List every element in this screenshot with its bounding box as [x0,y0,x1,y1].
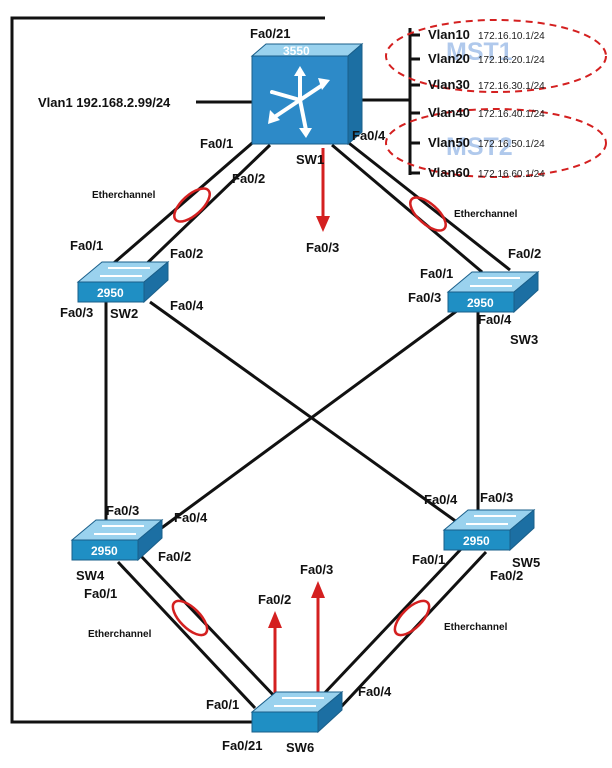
sw4-port-fa04: Fa0/4 [174,510,208,525]
etherchannel-markers [171,187,447,637]
sw4-port-fa03: Fa0/3 [106,503,139,518]
vlan50-ip: 172.16.50.1/24 [478,139,545,150]
arrow-sw1-fa03-head [316,216,330,232]
sw5-name: SW5 [512,555,540,570]
sw2-port-fa01: Fa0/1 [70,238,103,253]
sw5-port-fa03: Fa0/3 [480,490,513,505]
sw5-model-label: 2950 [463,534,490,548]
sw2-port-fa04: Fa0/4 [170,298,204,313]
sw1-port-fa02: Fa0/2 [232,171,265,186]
sw3-front-face [447,291,515,313]
sw4-name: SW4 [76,568,105,583]
sw4-front-face [71,539,139,561]
sw1-port-fa01: Fa0/1 [200,136,233,151]
sw2-name: SW2 [110,306,138,321]
sw3-switch[interactable]: 2950 [446,270,540,314]
vlan40-ip: 172.16.40.1/24 [478,109,545,120]
link-sw1-fa021-loop [10,16,325,724]
sw2-front-face [77,281,145,303]
sw3-port-fa04: Fa0/4 [478,312,512,327]
etherchannel-ring-sw4-sw6 [171,599,209,637]
sw5-port-fa01: Fa0/1 [412,552,445,567]
sw2-port-fa03: Fa0/3 [60,305,93,320]
sw6-switch[interactable] [250,690,344,734]
sw6-name: SW6 [286,740,314,755]
labels: Fa0/21 Vlan1 192.168.2.99/24 Fa0/1 Fa0/4… [38,26,541,755]
sw3-name: SW3 [510,332,538,347]
link-sw4-sw6-b [138,553,280,702]
multilayer-switch-arrowheads [268,66,330,138]
mst-groups: MST1 MST2 [385,19,607,178]
etherchannel-ring-sw5-sw6 [393,599,431,637]
mst2-label: MST2 [446,133,513,161]
sw4-port-fa02: Fa0/2 [158,549,191,564]
vlan50-name: Vlan50 [428,135,470,150]
sw4-model-label: 2950 [91,544,118,558]
links [10,16,511,724]
vlan20-name: Vlan20 [428,51,470,66]
switch-arrows-icon [100,267,150,277]
vlan60-name: Vlan60 [428,165,470,180]
sw6-port-fa021: Fa0/21 [222,738,262,753]
sw2-port-fa02: Fa0/2 [170,246,203,261]
sw1-model-label: 3550 [283,44,310,58]
link-sw4-sw6-a [116,560,257,710]
vlan40-name: Vlan40 [428,105,470,120]
etherchannel-label-sw1-sw2: Etherchannel [92,190,156,201]
link-sw1-sw3-a [331,143,483,274]
switch-arrows-icon [466,515,516,525]
link-sw2-sw5 [149,300,469,532]
sw1-mgmt-label: Vlan1 192.168.2.99/24 [38,95,171,110]
sw4-port-fa01: Fa0/1 [84,586,117,601]
link-sw5-sw6-a [316,546,464,702]
arrow-sw6-fa03-head [311,581,325,598]
vlan30-ip: 172.16.30.1/24 [478,81,545,92]
sw2-model-label: 2950 [97,286,124,300]
mst1-label: MST1 [446,38,513,66]
sw1-port-fa04: Fa0/4 [352,128,386,143]
etherchannel-ring-sw1-sw3 [409,196,447,232]
vlan10-name: Vlan10 [428,27,470,42]
sw5-port-fa02: Fa0/2 [490,568,523,583]
sw1-port-fa03: Fa0/3 [306,240,339,255]
vlan60-ip: 172.16.60.1/24 [478,169,545,180]
vlan10-ip: 172.16.10.1/24 [478,31,545,42]
vlan30-name: Vlan30 [428,77,470,92]
switch-arrows-icon [274,697,324,707]
multilayer-switch-icon [270,70,326,132]
sw1-port-fa021: Fa0/21 [250,26,290,41]
sw3-model-label: 2950 [467,296,494,310]
vlan-list: Vlan10 172.16.10.1/24 Vlan20 172.16.20.1… [428,27,545,180]
arrow-sw6-fa02-head [268,611,282,628]
traffic-arrows [268,148,330,700]
sw6-port-fa01: Fa0/1 [206,697,239,712]
sw6-port-fa02: Fa0/2 [258,592,291,607]
sw5-switch[interactable]: 2950 [442,508,536,552]
sw4-switch[interactable]: 2950 [70,518,164,562]
sw5-front-face [443,529,511,551]
sw3-port-fa03: Fa0/3 [408,290,441,305]
sw3-port-fa01: Fa0/1 [420,266,453,281]
etherchannel-label-sw4-sw6: Etherchannel [88,629,152,640]
link-sw1-sw3-b [344,138,511,272]
sw1-name: SW1 [296,152,324,167]
sw6-port-fa03: Fa0/3 [300,562,333,577]
sw3-port-fa02: Fa0/2 [508,246,541,261]
vlan20-ip: 172.16.20.1/24 [478,55,545,66]
switch-arrows-icon [470,277,520,287]
etherchannel-ring-sw1-sw2 [173,187,211,223]
switch-arrows-icon [94,525,144,535]
sw1-multilayer-switch[interactable]: 3550 [250,42,364,146]
sw6-front-face [251,711,319,733]
etherchannel-label-sw5-sw6: Etherchannel [444,622,508,633]
sw2-switch[interactable]: 2950 [76,260,170,304]
sw6-port-fa04: Fa0/4 [358,684,392,699]
link-sw3-sw4 [151,308,459,537]
mst1-group-outline [385,19,607,93]
etherchannel-label-sw1-sw3: Etherchannel [454,209,518,220]
sw5-port-fa04: Fa0/4 [424,492,458,507]
mst2-group-outline [385,108,607,178]
